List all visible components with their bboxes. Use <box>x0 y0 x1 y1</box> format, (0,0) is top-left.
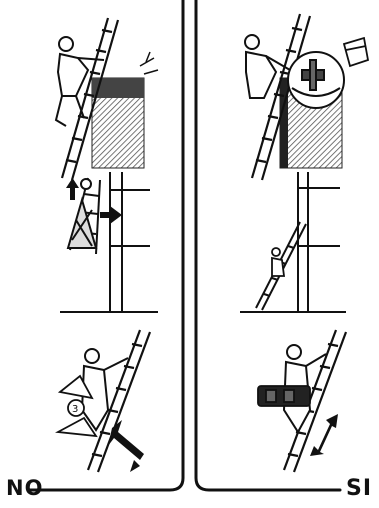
label-no: NO <box>6 476 43 500</box>
detail-circle <box>288 52 344 108</box>
panel-left-3: 3 <box>58 330 150 472</box>
bucket-icon <box>344 38 368 66</box>
panel-left-1 <box>56 18 158 180</box>
panel-left-2 <box>60 172 158 312</box>
panel-right-2 <box>240 172 346 312</box>
worker-figure-small <box>272 248 284 276</box>
double-arrow-icon <box>108 420 144 472</box>
label-si: SI <box>346 476 372 501</box>
tool-belt-icon <box>258 386 310 406</box>
right-arrow-icon <box>100 206 122 224</box>
panel-right-3 <box>258 330 346 472</box>
strain-lines <box>140 52 158 74</box>
up-arrow-icon <box>66 178 79 200</box>
scaffold <box>240 172 346 312</box>
panel-right-1 <box>245 14 368 180</box>
svg-text:3: 3 <box>72 404 78 415</box>
